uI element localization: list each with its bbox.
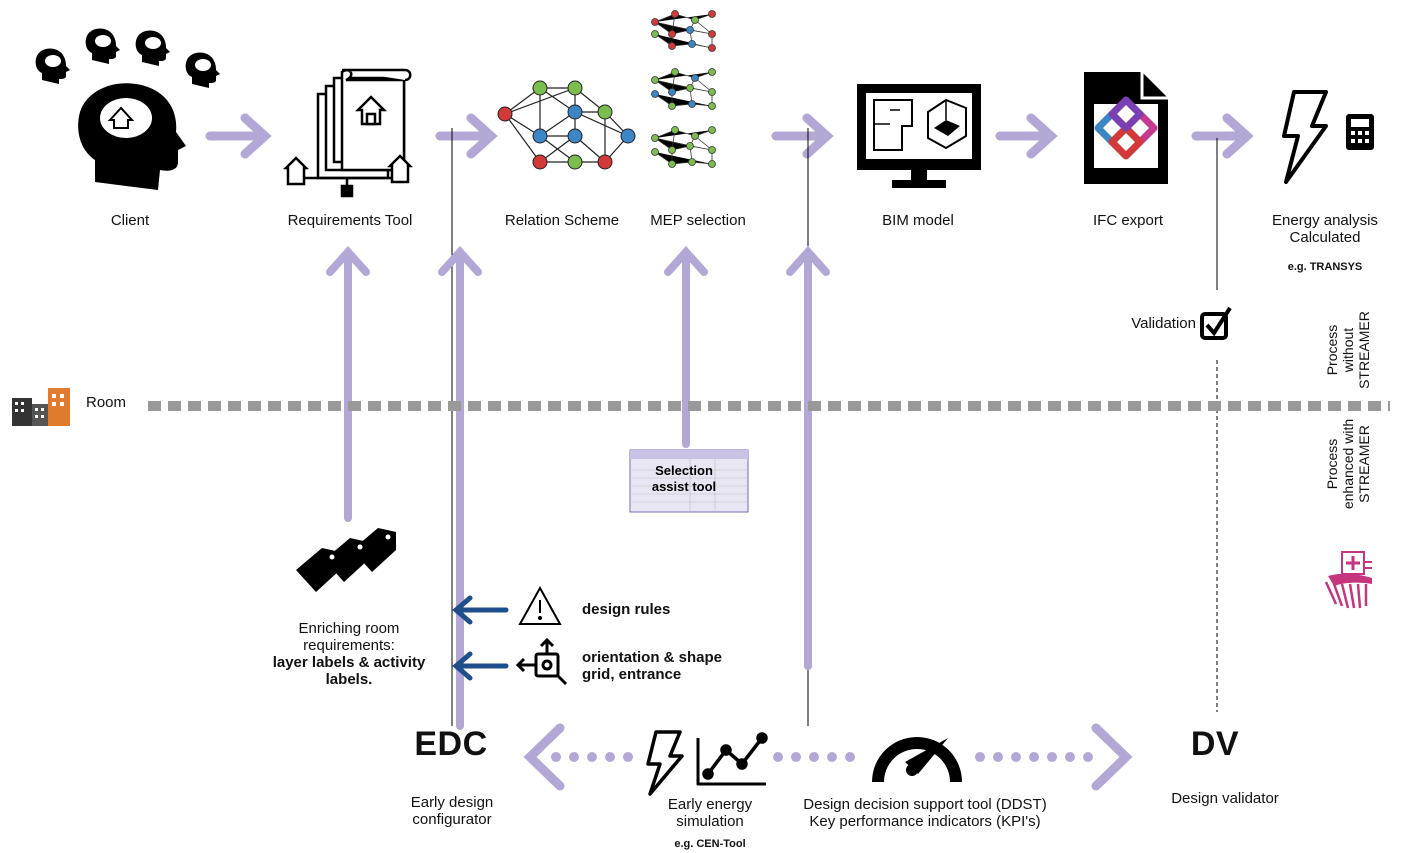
process-with-line-1: Process [1324, 438, 1340, 490]
flow-arrows [205, 113, 1254, 159]
selection-assist-line-1: Selection [655, 463, 713, 478]
relation-scheme-icon [497, 80, 636, 170]
orientation-line-2: grid, entrance [582, 666, 682, 683]
process-with-line-3: STREAMER [1356, 425, 1372, 503]
energy-analysis-label-1: Energy analysis [1272, 212, 1378, 229]
validation-label: Validation [1131, 315, 1196, 332]
process-without-label: Process without STREAMER [1324, 290, 1372, 410]
energy-example-label: e.g. TRANSYS [1287, 261, 1363, 273]
mep-selection-icon [651, 10, 716, 168]
bottom-dotted-arrows [523, 723, 1133, 791]
dv-abbr: DV [1190, 725, 1240, 763]
bim-monitor-icon [857, 84, 981, 188]
room-label: Room [86, 394, 127, 411]
enriching-line-3: layer labels & activity [272, 654, 426, 671]
selection-assist-line-2: assist tool [651, 479, 717, 494]
process-with-label: Process enhanced with STREAMER [1324, 404, 1372, 524]
calculator-icon [1346, 114, 1374, 150]
ifc-document-icon [1084, 72, 1168, 184]
mep-selection-label: MEP selection [650, 212, 746, 229]
energy-analysis-label-2: Calculated [1289, 229, 1361, 246]
requirements-tool-label: Requirements Tool [287, 212, 413, 229]
design-rules-label: design rules [582, 601, 671, 618]
enriching-line-1: Enriching room [298, 620, 400, 637]
kpi-gauge-icon [872, 737, 962, 782]
process-without-line-2: without [1340, 327, 1356, 373]
process-without-line-3: STREAMER [1356, 311, 1372, 389]
early-energy-line-2: simulation [676, 813, 744, 830]
early-energy-line-1: Early energy [667, 796, 753, 813]
ddst-line-2: Key performance indicators (KPI's) [809, 813, 1041, 830]
ddst-line-1: Design decision support tool (DDST) [803, 796, 1047, 813]
energy-simulation-icon [646, 730, 768, 796]
enriching-line-4: labels. [325, 671, 373, 688]
edc-line-1: Early design [410, 794, 494, 811]
ifc-export-label: IFC export [1092, 212, 1164, 229]
edc-abbr: EDC [414, 725, 488, 763]
selection-assist-window [629, 449, 749, 513]
streamer-logo-icon [1324, 551, 1372, 609]
early-energy-example: e.g. CEN-Tool [674, 838, 746, 850]
edc-line-2: configurator [412, 811, 492, 828]
selection-assist-label: Selection assist tool [630, 463, 738, 495]
enriching-line-2: requirements: [303, 637, 395, 654]
bim-model-label: BIM model [882, 212, 954, 229]
warning-icon [518, 585, 562, 625]
dv-label: Design validator [1171, 790, 1279, 807]
process-with-line-2: enhanced with [1340, 418, 1356, 510]
energy-bolt-icon [1282, 90, 1328, 184]
label-tags-icon [296, 528, 396, 592]
client-label: Client [110, 212, 150, 229]
small-head-icon [35, 28, 220, 88]
orientation-line-1: orientation & shape [582, 649, 723, 666]
room-building-icon [12, 388, 70, 426]
process-without-line-1: Process [1324, 324, 1340, 376]
upward-arrows [326, 246, 830, 730]
validation-check-icon [1200, 306, 1232, 340]
input-arrows [452, 595, 509, 681]
orientation-shape-icon [515, 637, 568, 686]
requirements-tool-icon [282, 68, 414, 198]
relation-scheme-label: Relation Scheme [504, 212, 620, 229]
client-head-icon [78, 83, 186, 190]
